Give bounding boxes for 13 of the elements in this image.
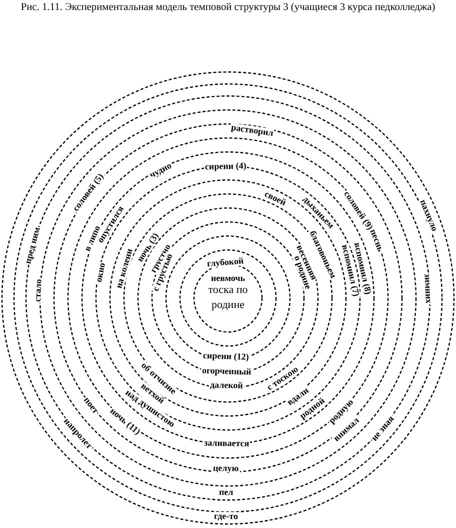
- word-label: глубокой: [205, 256, 244, 268]
- word-label: где-то: [212, 511, 240, 521]
- word-label: далекой: [208, 380, 244, 390]
- word-label: заливается: [202, 438, 250, 448]
- word-label: сирени (12): [202, 350, 250, 362]
- center-label: тоска по родине: [200, 283, 256, 313]
- figure-title: Рис. 1.11. Экспериментальная модель темповой структуры 3 (учащиеся 3 курса педколледжа): [20, 2, 436, 13]
- word-label: растворил: [230, 122, 275, 138]
- word-label: сирени (4): [203, 161, 247, 171]
- word-label: зимних: [422, 272, 434, 304]
- word-label: невмочь: [210, 274, 246, 282]
- word-label: огорченный: [200, 366, 252, 376]
- word-label: окно: [94, 260, 107, 284]
